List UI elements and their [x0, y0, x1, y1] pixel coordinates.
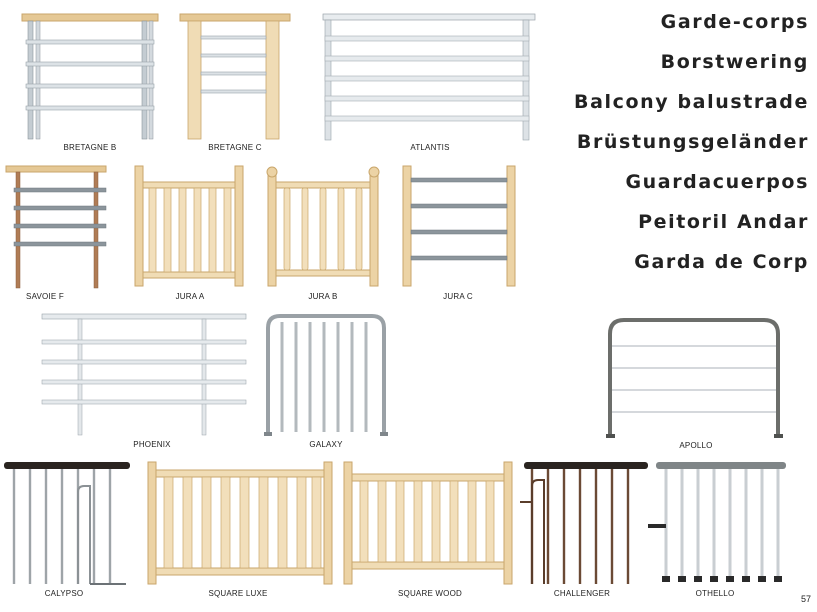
jura-b-image [266, 166, 380, 287]
title-french: Garde-corps [660, 11, 809, 33]
caption-jura-c: JURA C [443, 292, 473, 301]
caption-calypso: CALYPSO [44, 589, 84, 598]
title-german: Brüstungsgeländer [576, 131, 809, 153]
caption-othello: OTHELLO [695, 589, 735, 598]
caption-bretagne-b: BRETAGNE B [63, 143, 117, 152]
square-wood-image [343, 461, 513, 585]
title-spanish: Guardacuerpos [625, 171, 809, 193]
caption-apollo: APOLLO [679, 441, 713, 450]
savoie-f-image [5, 165, 107, 289]
page-number: 57 [800, 594, 811, 604]
caption-bretagne-c: BRETAGNE C [208, 143, 262, 152]
atlantis-image [322, 13, 536, 141]
caption-square-luxe: SQUARE LUXE [208, 589, 268, 598]
title-english: Balcony balustrade [574, 91, 809, 113]
caption-atlantis: ATLANTIS [410, 143, 450, 152]
calypso-image [4, 462, 130, 585]
caption-square-wood: SQUARE WOOD [398, 589, 462, 598]
apollo-image [606, 318, 783, 438]
othello-image [648, 462, 786, 582]
phoenix-image [41, 313, 247, 436]
caption-phoenix: PHOENIX [133, 440, 171, 449]
caption-jura-a: JURA A [175, 292, 205, 301]
bretagne-c-image [179, 13, 291, 140]
square-luxe-image [147, 461, 333, 585]
galaxy-image [264, 314, 388, 436]
title-portuguese: Peitoril Andar [638, 211, 809, 233]
title-dutch: Borstwering [660, 51, 809, 73]
jura-c-image [402, 165, 516, 287]
caption-galaxy: GALAXY [309, 440, 343, 449]
caption-jura-b: JURA B [308, 292, 338, 301]
title-romanian: Garda de Corp [634, 251, 809, 273]
bretagne-b-image [21, 13, 159, 140]
jura-a-image [134, 165, 244, 287]
caption-savoie-f: SAVOIE F [26, 292, 64, 301]
challenger-image [520, 462, 648, 584]
caption-challenger: CHALLENGER [553, 589, 611, 598]
